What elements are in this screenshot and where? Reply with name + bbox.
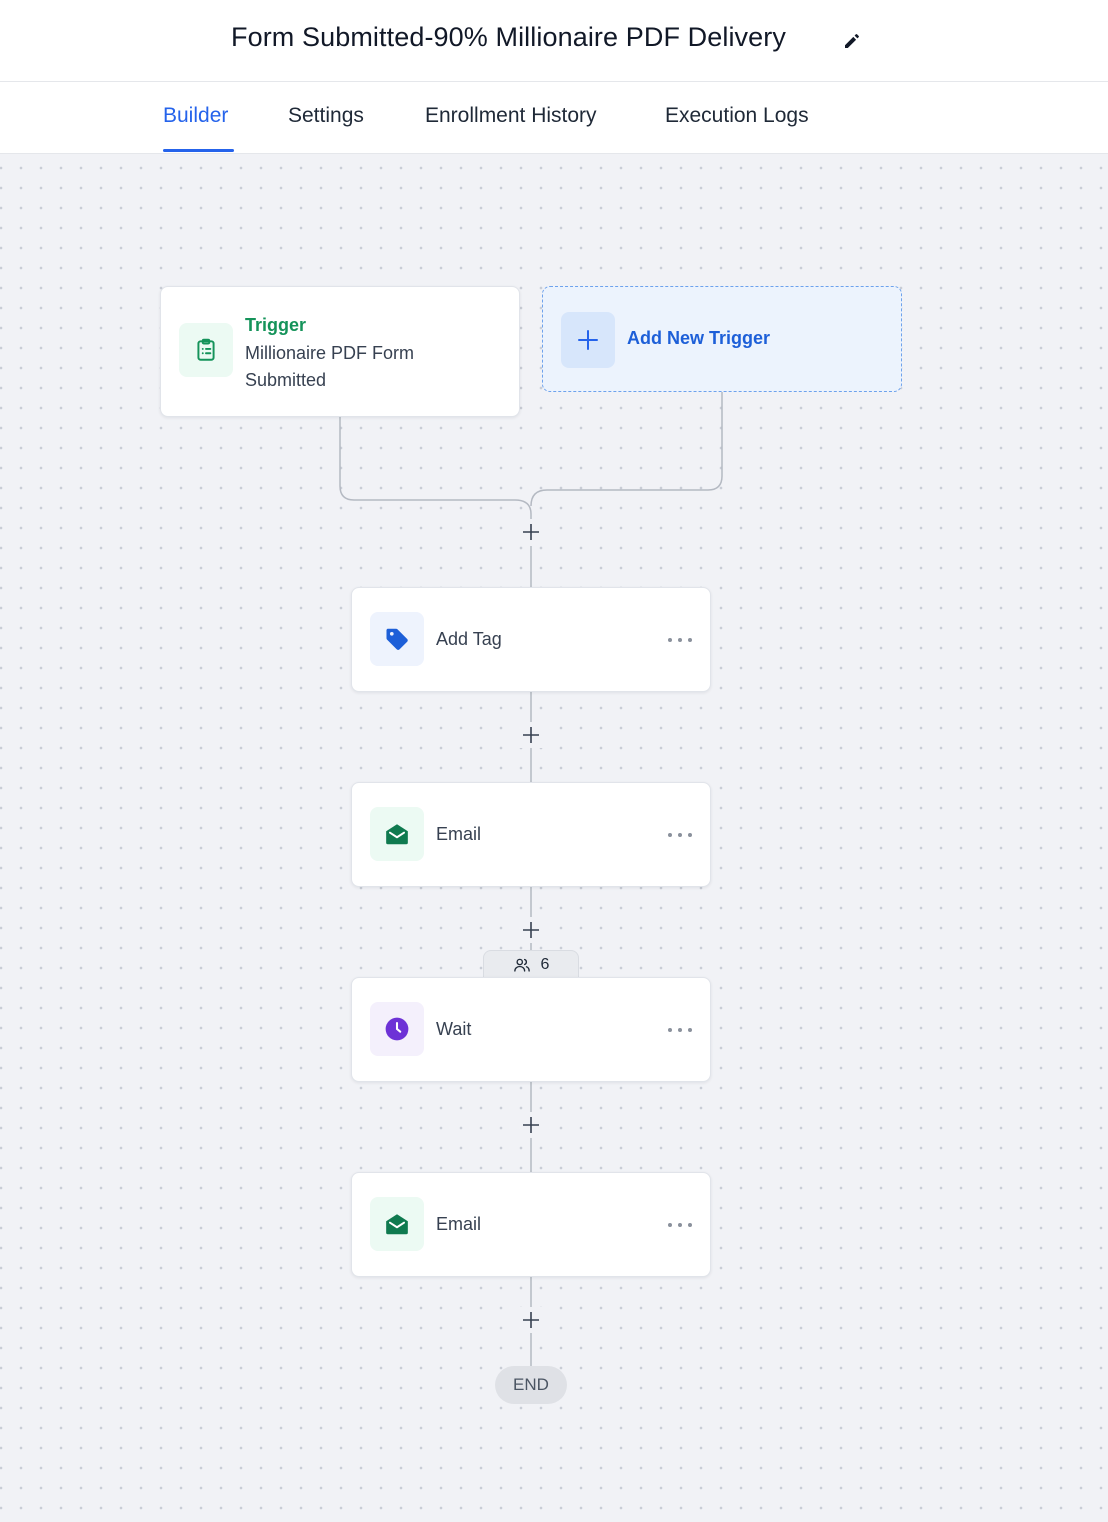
workflow-header: Form Submitted-90% Millionaire PDF Deliv… [0, 0, 1108, 82]
action-card-wait[interactable]: Wait [351, 977, 711, 1082]
add-step-button[interactable] [518, 1307, 544, 1333]
pencil-icon[interactable] [841, 28, 865, 52]
action-label: Wait [436, 1019, 472, 1039]
envelope-open-icon [386, 1214, 408, 1235]
more-options-icon[interactable] [668, 1215, 692, 1235]
action-label: Email [436, 824, 482, 844]
action-icon-box [370, 807, 424, 861]
clock-icon [385, 1017, 409, 1041]
add-new-trigger-button[interactable]: Add New Trigger [542, 286, 902, 392]
action-label: Email [436, 1214, 482, 1234]
add-new-trigger-label: Add New Trigger [627, 328, 771, 348]
trigger-description: Millionaire PDF Form Submitted [245, 343, 415, 390]
contacts-count-badge[interactable]: 6 [483, 950, 579, 978]
more-options-icon[interactable] [668, 1020, 692, 1040]
action-card-email[interactable]: Email [351, 782, 711, 887]
contacts-count: 6 [540, 955, 550, 973]
plus-icon [523, 727, 539, 743]
add-step-button[interactable] [518, 917, 544, 943]
users-icon [513, 958, 530, 972]
tab-settings[interactable]: Settings [288, 104, 364, 127]
plus-icon [578, 330, 598, 350]
plus-icon [523, 922, 539, 938]
tab-builder[interactable]: Builder [163, 104, 229, 127]
clipboard-list-icon [197, 338, 215, 361]
action-card-add-tag[interactable]: Add Tag [351, 587, 711, 692]
trigger-card[interactable]: Trigger Millionaire PDF Form Submitted [160, 286, 520, 417]
tag-icon [386, 628, 408, 650]
tab-bar: Builder Settings Enrollment History Exec… [0, 82, 1108, 154]
trigger-icon-box [179, 323, 233, 377]
envelope-open-icon [386, 824, 408, 845]
tab-enrollment-history[interactable]: Enrollment History [425, 104, 597, 127]
more-options-icon[interactable] [668, 630, 692, 650]
add-step-button[interactable] [518, 1112, 544, 1138]
action-icon-box [370, 1197, 424, 1251]
plus-icon [523, 524, 539, 540]
plus-icon [523, 1117, 539, 1133]
active-tab-indicator [163, 149, 234, 152]
action-card-email[interactable]: Email [351, 1172, 711, 1277]
add-step-button[interactable] [518, 722, 544, 748]
more-options-icon[interactable] [668, 825, 692, 845]
tab-execution-logs[interactable]: Execution Logs [665, 104, 809, 127]
add-trigger-icon-box [561, 312, 615, 368]
add-step-button[interactable] [518, 519, 544, 545]
plus-icon [523, 1312, 539, 1328]
end-node: END [495, 1366, 567, 1404]
workflow-title: Form Submitted-90% Millionaire PDF Deliv… [231, 22, 786, 52]
action-icon-box [370, 1002, 424, 1056]
action-label: Add Tag [436, 629, 502, 649]
trigger-label: Trigger [245, 315, 307, 335]
action-icon-box [370, 612, 424, 666]
